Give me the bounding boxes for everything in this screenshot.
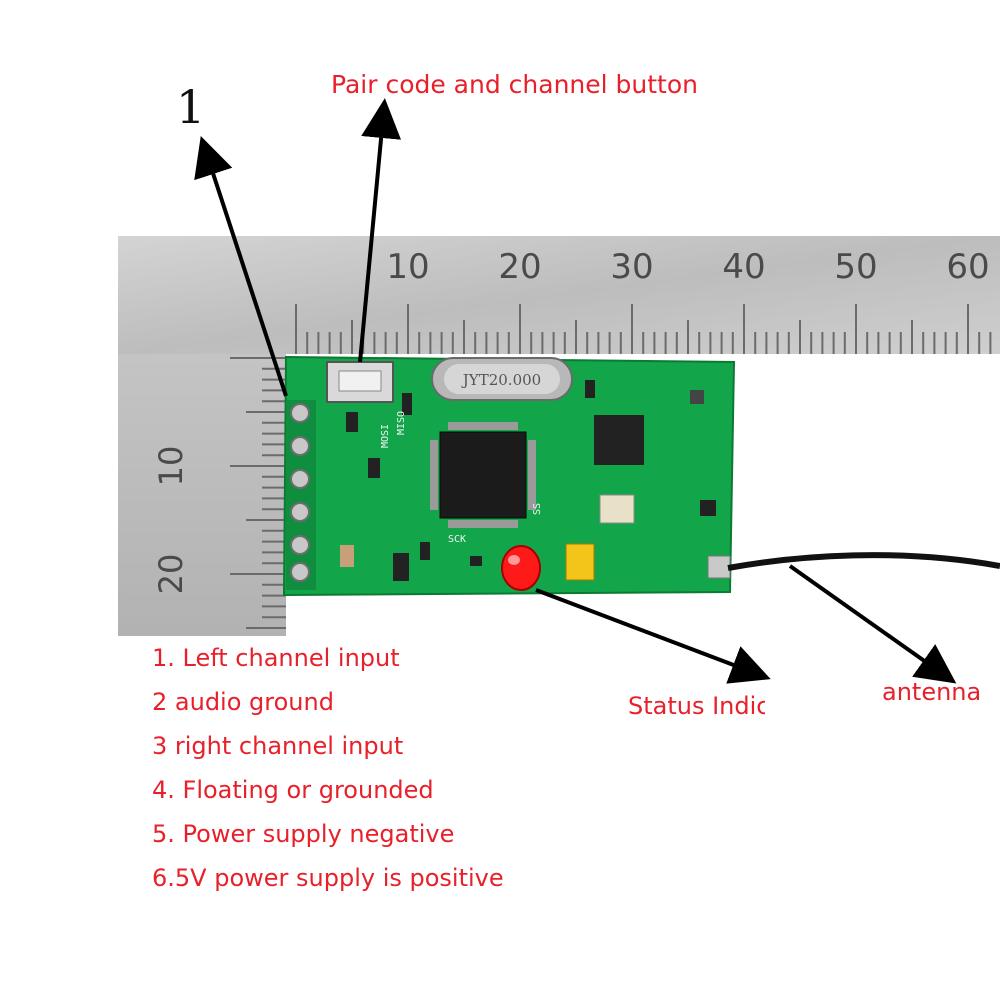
silkscreen-text: MISO MOSI SCK SS — [380, 411, 543, 545]
svg-text:SS: SS — [532, 503, 543, 515]
ruler-number: 20 — [152, 554, 190, 595]
callout-arrows — [194, 98, 957, 684]
antenna-pad — [707, 555, 731, 579]
ruler-number: 30 — [610, 247, 653, 287]
header-pins — [286, 400, 316, 590]
ruler-number: 50 — [834, 247, 877, 287]
crystal-oscillator: JYT20.000 — [431, 357, 573, 401]
small-crystal — [599, 494, 635, 524]
svg-text:MOSI: MOSI — [380, 424, 391, 448]
status-led — [501, 545, 541, 591]
arrow-button — [358, 98, 402, 363]
svg-text:MISO: MISO — [396, 411, 407, 435]
svg-text:SCK: SCK — [448, 534, 466, 545]
ruler-vertical: 10 20 — [118, 354, 286, 636]
ruler-number: 10 — [152, 446, 190, 487]
pin-description-list: 1. Left channel input 2 audio ground 3 r… — [152, 645, 504, 909]
pcb-module: JYT20.000 — [282, 355, 736, 597]
pin-item: 6.5V power supply is positive — [152, 864, 504, 892]
smd-components — [340, 380, 716, 581]
pin-item: 1. Left channel input — [152, 644, 400, 672]
button-label: Pair code and channel button — [331, 70, 698, 99]
ruler-number: 20 — [498, 247, 541, 287]
pin-item: 4. Floating or grounded — [152, 776, 434, 804]
mcu-chip — [430, 422, 536, 528]
pair-button-component — [326, 361, 394, 403]
rf-chip — [594, 415, 644, 465]
arrow-antenna — [788, 564, 957, 684]
pin-one-marker: 1 — [176, 80, 206, 134]
pin-item: 5. Power supply negative — [152, 820, 455, 848]
tantalum-capacitor — [565, 543, 595, 581]
ruler-number: 60 — [946, 247, 989, 287]
ruler-number: 10 — [386, 247, 429, 287]
ruler-horizontal: 10 20 30 40 50 60 — [118, 236, 1000, 354]
ruler-number: 40 — [722, 247, 765, 287]
antenna-wire — [727, 552, 1000, 571]
pin-item: 2 audio ground — [152, 688, 334, 716]
arrow-status — [535, 588, 771, 684]
crystal-marking: JYT20.000 — [461, 371, 541, 389]
pin-item: 3 right channel input — [152, 732, 404, 760]
antenna-label: antenna — [882, 680, 982, 704]
status-indicator-label: Status Indic — [628, 694, 765, 718]
arrow-one — [194, 135, 288, 397]
